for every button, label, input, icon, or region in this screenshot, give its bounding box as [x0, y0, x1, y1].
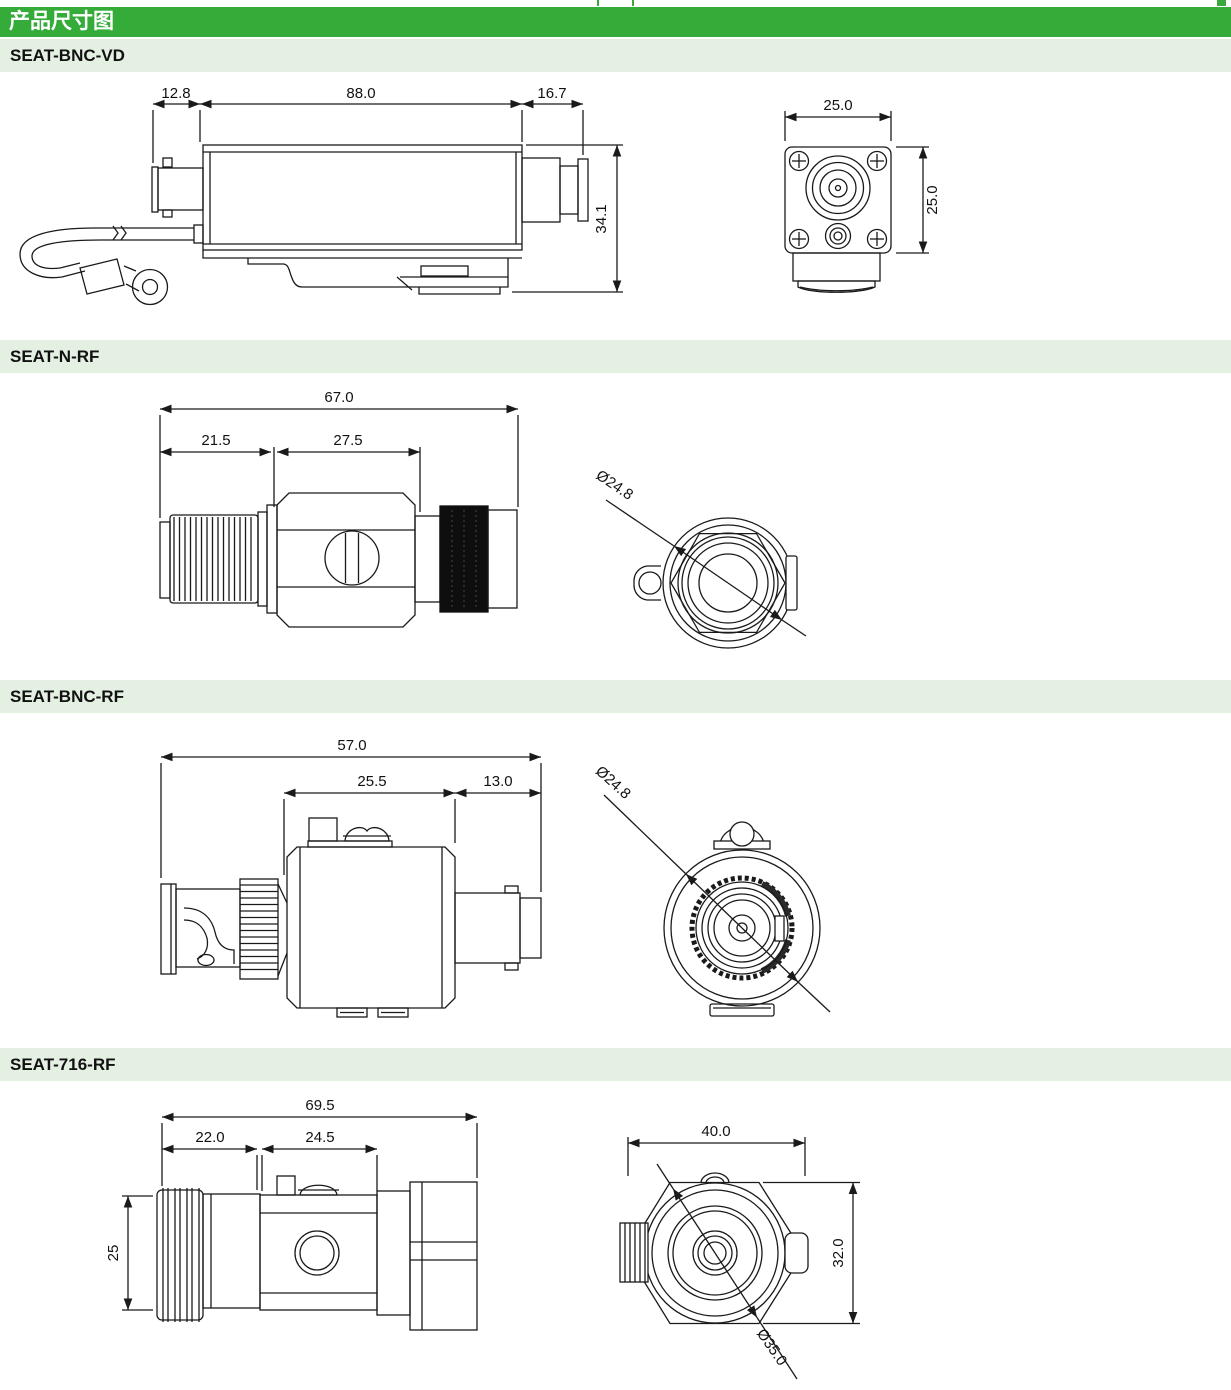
- section-header-seat-bnc-vd: SEAT-BNC-VD: [0, 39, 1231, 72]
- side-view-dimensions: 57.0 25.5 13.0: [160, 737, 542, 892]
- end-view: [619, 1172, 809, 1325]
- dim-label: 69.5: [305, 1097, 334, 1114]
- section-header-seat-bnc-rf: SEAT-BNC-RF: [0, 680, 1231, 713]
- end-view-dimensions: 40.0 32.0 Ø35.0: [627, 1123, 860, 1380]
- artifact-mark: [597, 0, 599, 6]
- seat-bnc-rf-drawing: 57.0 25.5 13.0 Ø24.8: [160, 737, 831, 1018]
- side-view-dimensions: 67.0 21.5 27.5: [159, 389, 519, 518]
- front-view-dimensions: 25.0 25.0: [784, 97, 941, 254]
- dim-label: 27.5: [333, 432, 362, 449]
- dim-label: 16.7: [537, 85, 566, 102]
- dim-label: 40.0: [701, 1123, 730, 1140]
- screw-icon: [866, 150, 888, 172]
- side-view: [156, 1175, 478, 1331]
- page-title: 产品尺寸图: [0, 7, 1231, 37]
- section-header-seat-716-rf: SEAT-716-RF: [0, 1048, 1231, 1081]
- dim-label: 34.1: [593, 204, 610, 233]
- side-view-dimensions: 12.8 88.0 16.7 34.1: [152, 85, 623, 293]
- side-view: [19, 144, 589, 306]
- seat-716-rf-drawing: 69.5 22.0 24.5 25 40.0: [105, 1097, 860, 1380]
- screw-icon: [788, 150, 810, 172]
- screw-icon: [788, 228, 810, 250]
- seat-bnc-vd-drawing: 12.8 88.0 16.7 34.1: [19, 85, 941, 306]
- dim-label: Ø35.0: [753, 1326, 790, 1369]
- section-header-seat-n-rf: SEAT-N-RF: [0, 340, 1231, 373]
- side-view: [160, 817, 542, 1018]
- dim-label: 25.0: [823, 97, 852, 114]
- dim-label: 12.8: [161, 85, 190, 102]
- artifact-mark: [1217, 0, 1226, 6]
- side-view-dimensions: 69.5 22.0 24.5 25: [105, 1097, 478, 1311]
- end-view: [633, 517, 798, 649]
- dim-label: 25.0: [924, 185, 941, 214]
- knurl-ribs: [240, 884, 278, 971]
- dim-label: 88.0: [346, 85, 375, 102]
- dim-label: 25.5: [357, 773, 386, 790]
- dim-label: 57.0: [337, 737, 366, 754]
- dim-label: Ø24.8: [593, 467, 636, 504]
- dim-label: 24.5: [305, 1129, 334, 1146]
- thread-lines: [162, 1188, 200, 1322]
- thread-lines: [173, 517, 252, 601]
- screw-icon: [866, 228, 888, 250]
- dim-label: 25: [105, 1245, 122, 1262]
- seat-n-rf-drawing: 67.0 21.5 27.5 Ø24.8: [159, 389, 807, 649]
- front-view: [784, 146, 892, 293]
- artifact-mark: [632, 0, 634, 6]
- dim-label: Ø24.8: [592, 763, 634, 803]
- side-view: [159, 492, 518, 628]
- dim-label: 32.0: [830, 1238, 847, 1267]
- end-view: [663, 821, 821, 1017]
- dim-label: 22.0: [195, 1129, 224, 1146]
- dim-label: 67.0: [324, 389, 353, 406]
- end-view-dimensions: Ø24.8: [592, 763, 831, 1013]
- dim-label: 21.5: [201, 432, 230, 449]
- dim-label: 13.0: [483, 773, 512, 790]
